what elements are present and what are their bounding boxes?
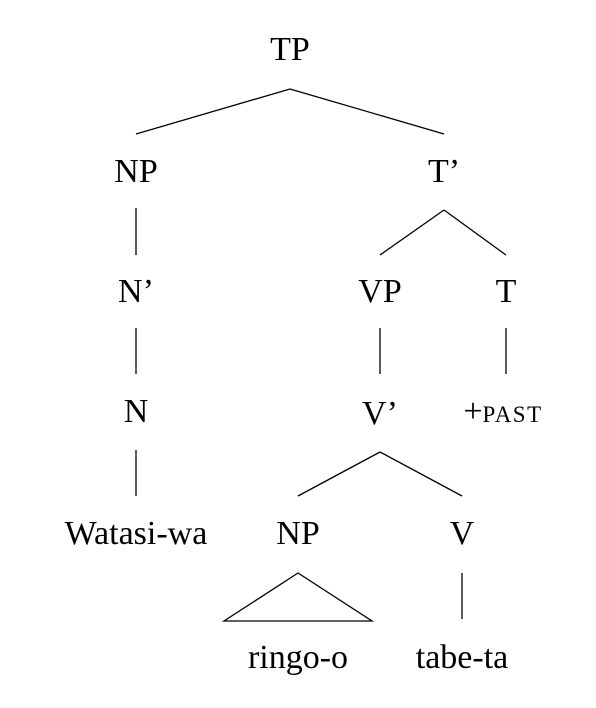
edge-tbar-vp xyxy=(379,209,445,256)
edge-vbar-np xyxy=(297,451,381,497)
node-v: V xyxy=(450,515,475,552)
node-t-bar: T’ xyxy=(428,153,460,190)
feature-label: PAST xyxy=(483,402,543,427)
node-n-bar: N’ xyxy=(118,273,154,310)
node-vp: VP xyxy=(358,273,401,310)
edge-np-triangle xyxy=(221,572,375,622)
node-np-subject: NP xyxy=(114,153,157,190)
word-verb: tabe-ta xyxy=(416,639,509,676)
node-v-bar: V’ xyxy=(362,395,398,432)
edge-vbar-v xyxy=(379,451,463,497)
word-object: ringo-o xyxy=(248,639,348,676)
feature-sign: + xyxy=(463,393,482,430)
edge-tp-np xyxy=(135,88,291,135)
node-tp: TP xyxy=(270,31,310,68)
edge-tp-tbar xyxy=(289,88,445,135)
node-np-object: NP xyxy=(276,515,319,552)
node-t: T xyxy=(496,273,517,310)
edge-tbar-t xyxy=(443,209,507,256)
feature-past: +PAST xyxy=(463,393,542,430)
word-subject: Watasi-wa xyxy=(65,515,208,552)
node-n: N xyxy=(124,393,149,430)
